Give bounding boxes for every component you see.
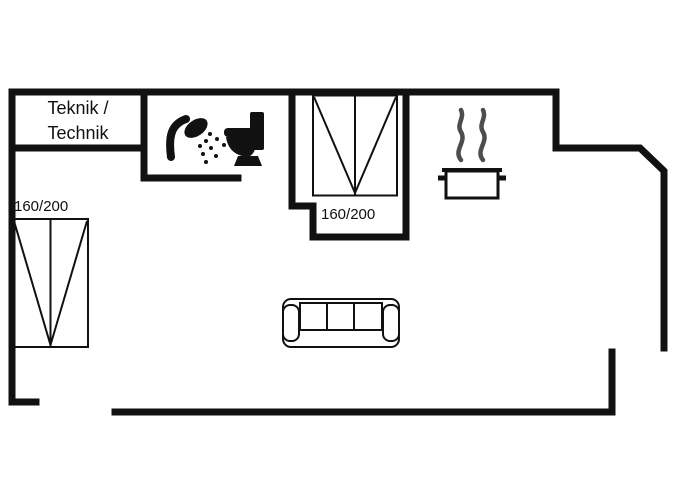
shower-icon [166, 115, 226, 164]
bed-icon [12, 218, 89, 348]
outer-walls [8, 88, 668, 416]
bed-left-size-label: 160/200 [14, 198, 69, 215]
steam-icon [456, 107, 487, 163]
teknik-room-label: Teknik / Technik [12, 96, 144, 146]
cooking-pot-icon [438, 107, 506, 200]
sofa-icon [282, 298, 400, 348]
teknik-room-label-line2: Technik [47, 123, 109, 143]
teknik-room-label-line1: Teknik / [47, 98, 109, 118]
bed-icon [312, 94, 398, 197]
interior-walls [8, 88, 410, 241]
toilet-icon [224, 112, 264, 166]
bed-middle-size-label: 160/200 [321, 206, 376, 223]
